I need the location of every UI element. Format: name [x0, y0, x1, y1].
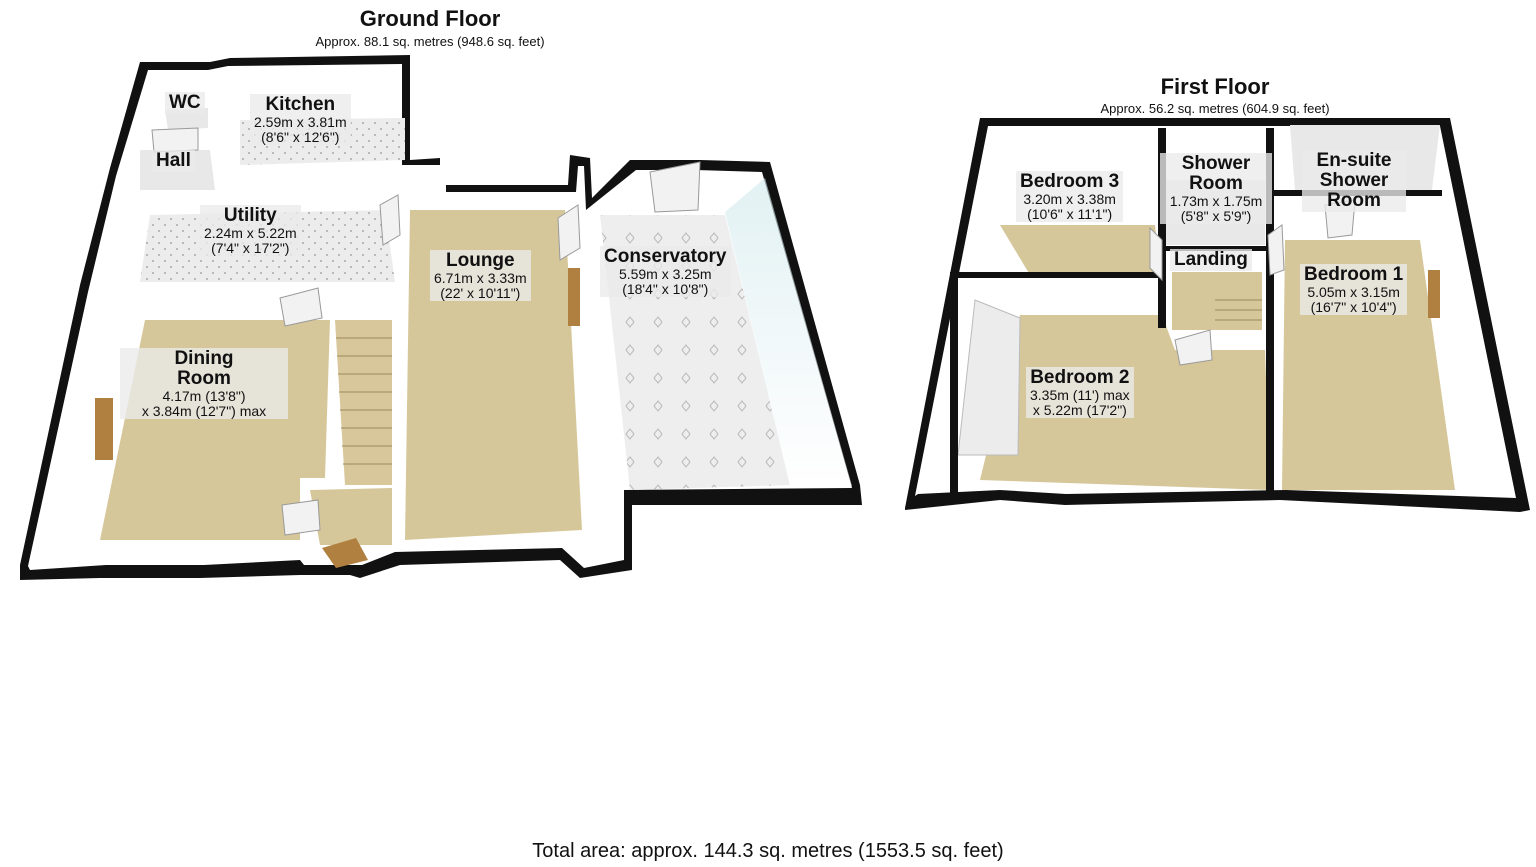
room-label-wc: WC: [165, 92, 205, 114]
room-label-ensuite: En-suite Shower Room: [1302, 150, 1406, 212]
room-label-dining-room: Dining Room 4.17m (13'8") x 3.84m (12'7"…: [120, 348, 288, 420]
first-floor-title: First Floor: [1160, 74, 1270, 99]
room-label-landing: Landing: [1170, 249, 1252, 271]
ground-floor-plan: [20, 55, 862, 580]
bedroom-3-floor: [1000, 225, 1160, 275]
room-label-utility: Utility 2.24m x 5.22m (7'4" x 17'2"): [200, 205, 301, 257]
ground-floor-title: Ground Floor: [359, 6, 501, 31]
room-label-lounge: Lounge 6.71m x 3.33m (22' x 10'11"): [430, 250, 531, 302]
lounge-fireplace: [568, 268, 580, 326]
conservatory-glazing: [725, 178, 852, 486]
room-label-bedroom-2: Bedroom 2 3.35m (11') max x 5.22m (17'2"…: [1026, 367, 1134, 419]
landing-floor: [1172, 272, 1262, 330]
room-label-kitchen: Kitchen 2.59m x 3.81m (8'6" x 12'6"): [250, 94, 351, 146]
room-label-hall: Hall: [152, 150, 195, 172]
ground-floor-area: Approx. 88.1 sq. metres (948.6 sq. feet): [315, 34, 545, 49]
first-doors: [1149, 199, 1356, 366]
bedroom-1-fireplace: [1428, 270, 1440, 318]
entry-mat: [322, 538, 368, 568]
landing-stairs: [1215, 299, 1262, 321]
room-label-bedroom-1: Bedroom 1 5.05m x 3.15m (16'7" x 10'4"): [1300, 264, 1408, 316]
room-label-bedroom-3: Bedroom 3 3.20m x 3.38m (10'6" x 11'1"): [1016, 171, 1124, 223]
room-label-conservatory: Conservatory 5.59m x 3.25m (18'4" x 10'8…: [600, 246, 731, 298]
room-label-shower-room: Shower Room 1.73m x 1.75m (5'8" x 5'9"): [1160, 153, 1272, 225]
ground-doors: [151, 127, 701, 536]
first-floor-area: Approx. 56.2 sq. metres (604.9 sq. feet): [1100, 101, 1330, 116]
dining-fireplace: [95, 398, 113, 460]
total-area: Total area: approx. 144.3 sq. metres (15…: [532, 840, 1004, 862]
ground-stairs: [310, 320, 392, 545]
bedroom-2-wardrobe: [957, 299, 1021, 456]
